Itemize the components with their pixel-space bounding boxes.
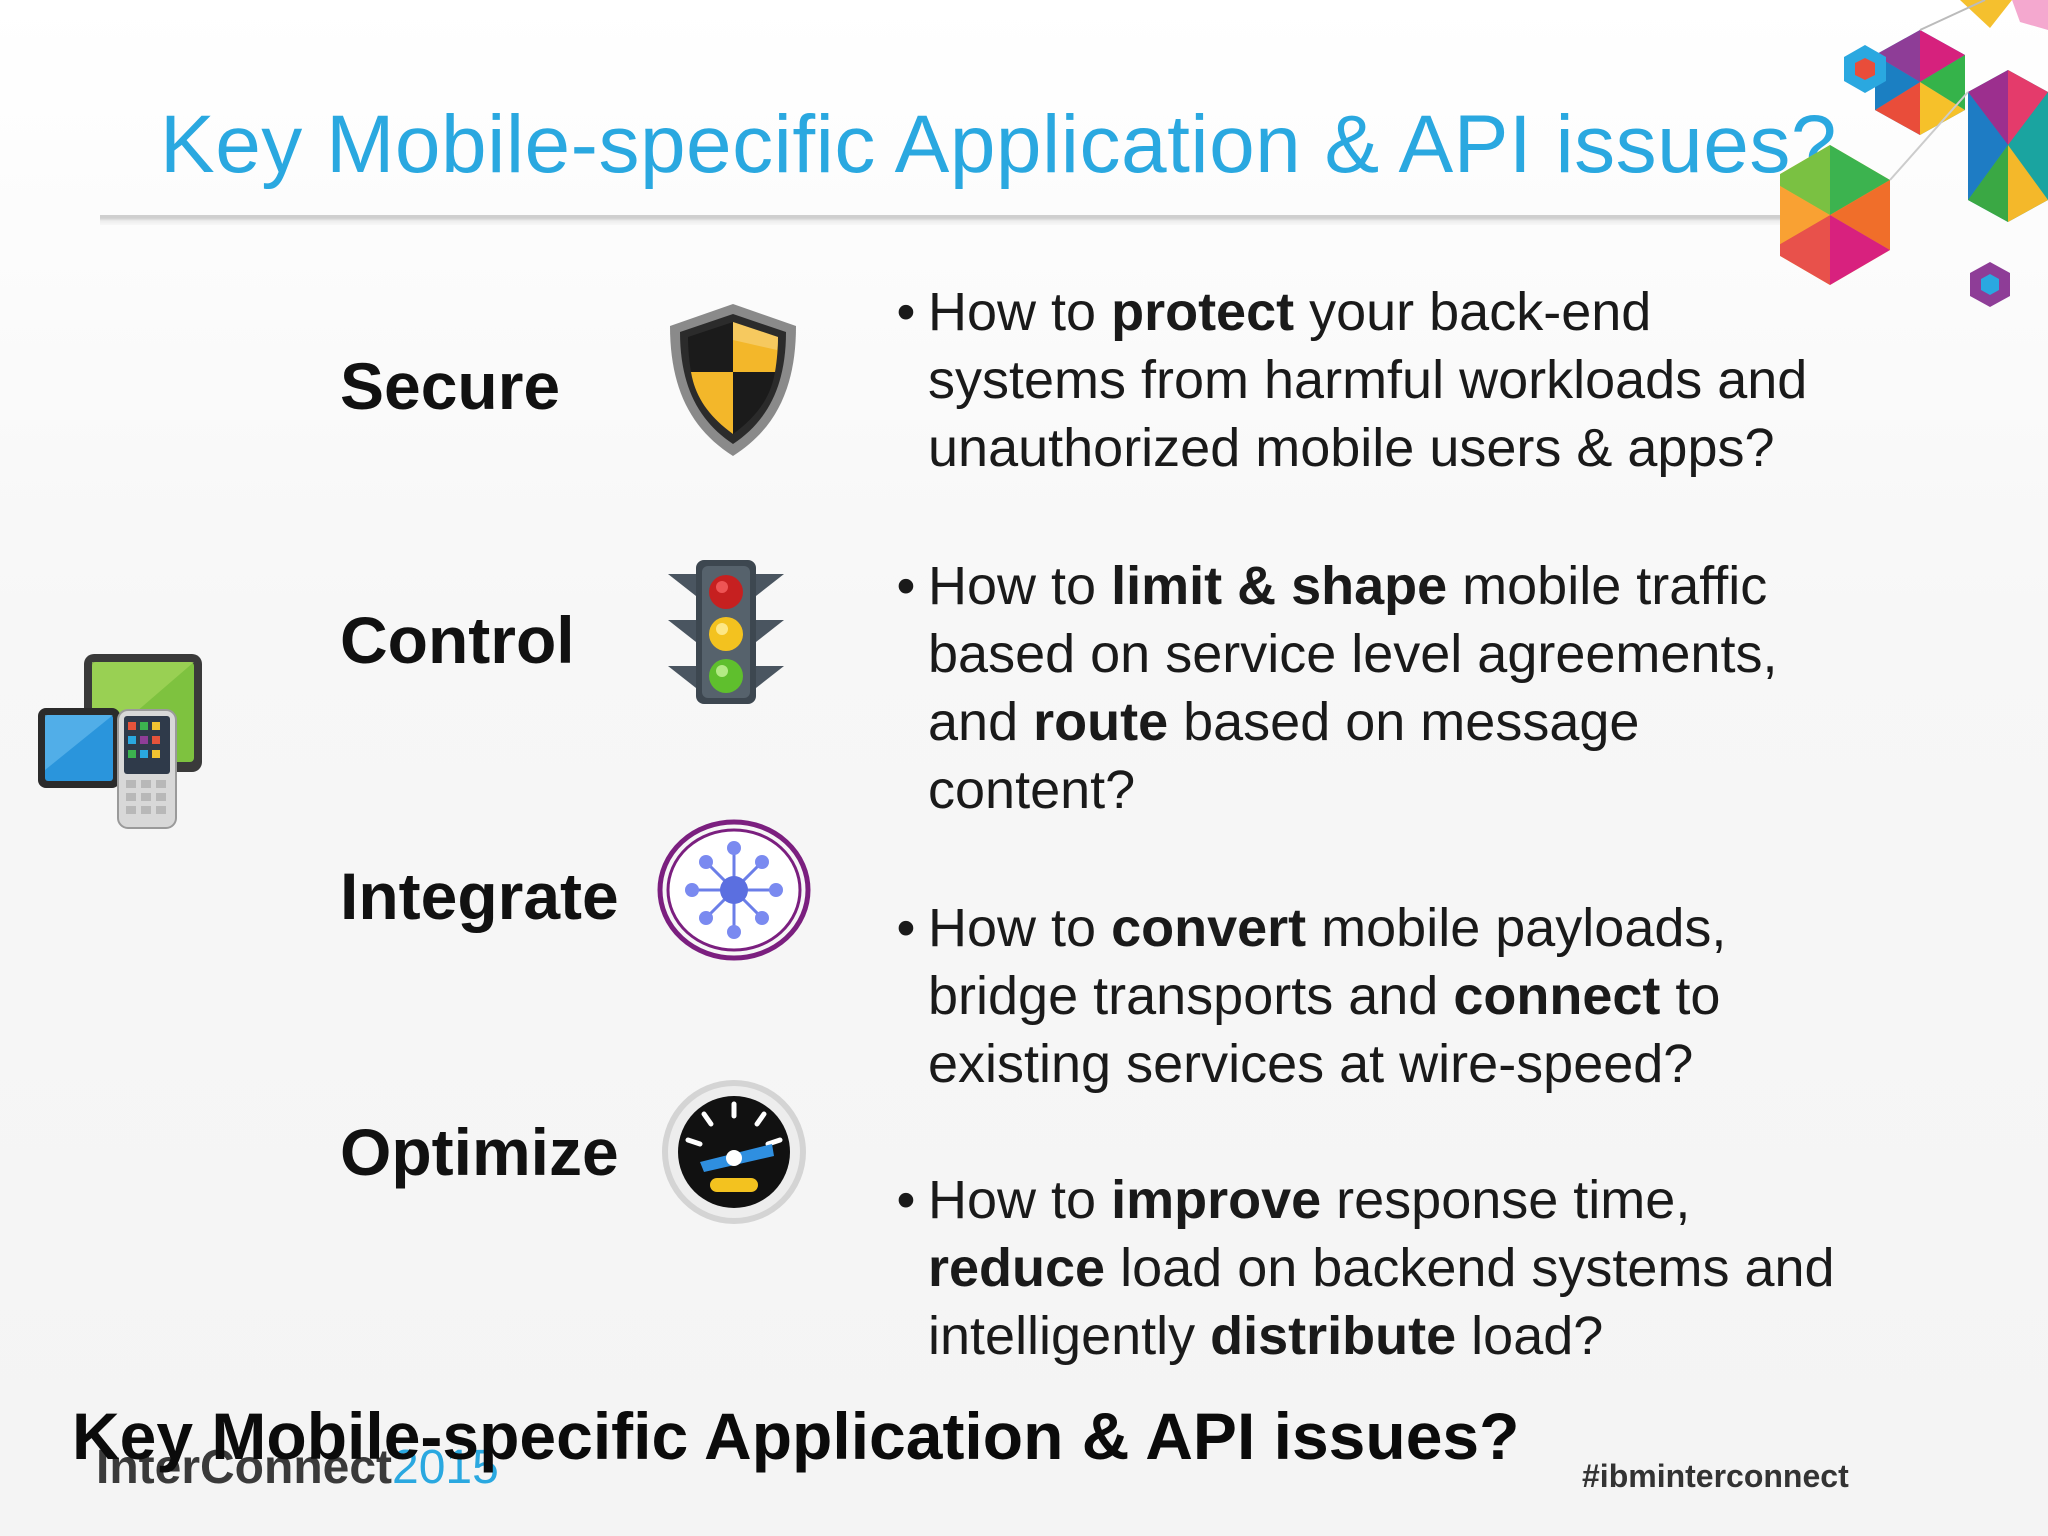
bullet-marker: • [896,556,916,616]
pillar-control-label: Control [340,603,575,677]
bullet-line: unauthorized mobile users & apps? [928,418,1775,478]
bullet-optimize: • How to improve response time, reduce lo… [888,1166,1998,1370]
bold-keyword: distribute [1210,1306,1457,1366]
bold-keyword: convert [1111,898,1307,958]
title-divider [100,215,1880,225]
bullet-secure-text: How to protect your back-end systems from… [928,278,1998,482]
brand-year: 2015 [392,1441,499,1494]
bullet-marker: • [896,282,916,342]
bullet-optimize-text: How to improve response time, reduce load… [928,1166,1998,1370]
bullet-marker: • [896,1170,916,1230]
bullet-integrate: • How to convert mobile payloads, bridge … [888,894,1998,1098]
bullet-line: How to protect your back-end [928,282,1652,342]
bold-keyword: protect [1111,282,1295,342]
slide-caption: Key Mobile-specific Application & API is… [72,1399,1520,1473]
hub-network-icon [657,819,811,961]
bullet-line: based on service level agreements, [928,624,1778,684]
speedometer-icon [662,1080,806,1224]
bullet-control-text: How to limit & shape mobile traffic based… [928,552,1998,824]
bold-keyword: limit & shape [1111,556,1448,616]
bullet-line: reduce load on backend systems and [928,1238,1835,1298]
bullet-line: and route based on message [928,692,1640,752]
traffic-light-icon [668,560,784,704]
hashtag: #ibminterconnect [1582,1458,1849,1494]
bullet-line: intelligently distribute load? [928,1306,1604,1366]
bullet-line: How to convert mobile payloads, [928,898,1727,958]
interconnect-logo: InterConnect2015 [96,1440,499,1495]
pillar-secure-label: Secure [340,349,561,423]
bullet-line: systems from harmful workloads and [928,350,1808,410]
bullet-line: bridge transports and connect to [928,966,1721,1026]
mobile-devices-icon [38,654,202,829]
hexagon-cluster-icon [1780,0,2048,307]
bullet-integrate-text: How to convert mobile payloads, bridge tr… [928,894,1998,1098]
bold-keyword: route [1033,692,1169,752]
pillar-optimize-label: Optimize [340,1115,619,1189]
bullet-secure: • How to protect your back-end systems fr… [888,278,1998,482]
bullet-line: existing services at wire-speed? [928,1034,1694,1094]
bullet-line: How to improve response time, [928,1170,1691,1230]
bold-keyword: improve [1111,1170,1322,1230]
slide-title: Key Mobile-specific Application & API is… [160,99,1837,190]
pillar-integrate-label: Integrate [340,859,619,933]
brand-main: InterConnect [96,1441,393,1494]
bullet-control: • How to limit & shape mobile traffic bas… [888,552,1998,824]
bullet-line: content? [928,760,1136,820]
bold-keyword: connect [1453,966,1661,1026]
bullet-marker: • [896,898,916,958]
shield-icon [670,304,796,456]
bold-keyword: reduce [928,1238,1106,1298]
bullet-line: How to limit & shape mobile traffic [928,556,1768,616]
